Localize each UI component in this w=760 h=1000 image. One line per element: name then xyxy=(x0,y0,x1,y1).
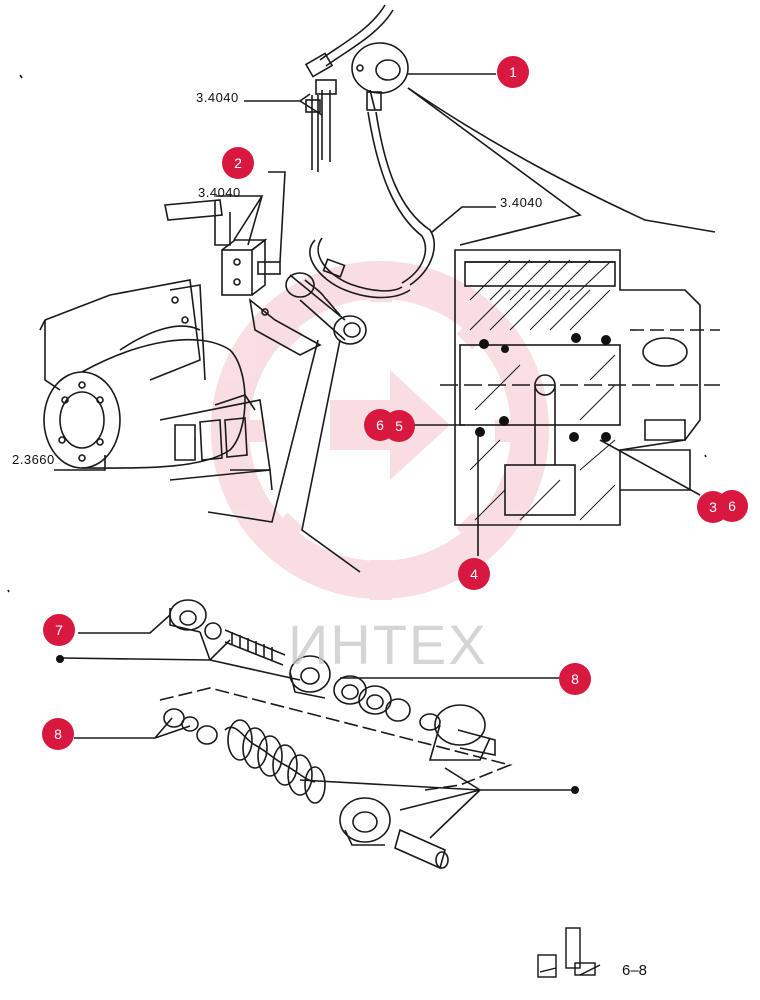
callout-badge-6a[interactable]: 6 xyxy=(364,409,396,441)
leader-3404-left xyxy=(216,195,264,246)
leader-8-bottom xyxy=(74,717,191,739)
leader-dot-top xyxy=(61,631,301,681)
leader-3 xyxy=(599,439,701,496)
callout-badge-1[interactable]: 1 xyxy=(497,56,529,88)
part-label-housing: 2.3660 xyxy=(12,452,55,467)
book-page-icon xyxy=(537,927,601,978)
part-label-left-mid: 3.4040 xyxy=(198,185,241,200)
leader-line xyxy=(207,339,319,523)
o-rings xyxy=(475,333,611,442)
leader-line xyxy=(301,339,361,573)
leader-3404-right xyxy=(431,206,496,233)
page-number: 6–8 xyxy=(622,962,648,979)
leader-section-line xyxy=(407,87,582,246)
lower-exploded-parts xyxy=(159,599,513,870)
callout-badge-2[interactable]: 2 xyxy=(222,147,254,179)
section-hatching xyxy=(469,259,616,521)
leader-7 xyxy=(78,614,171,634)
callout-badge-3[interactable]: 3 xyxy=(697,491,729,523)
pump-housing xyxy=(39,279,273,491)
valve-bracket-assembly xyxy=(164,199,367,356)
part-label-top: 3.4040 xyxy=(196,90,239,105)
top-hose-assembly xyxy=(304,4,435,286)
bullet-dot xyxy=(571,786,579,794)
watermark-logo xyxy=(211,261,549,600)
mid-hose xyxy=(309,237,411,299)
callout-badge-8b[interactable]: 8 xyxy=(42,718,74,750)
leader-dot-bottom xyxy=(299,767,575,839)
leader-3404-top xyxy=(244,93,323,116)
valve-section-view xyxy=(440,249,720,526)
callout-badge-4[interactable]: 4 xyxy=(458,558,490,590)
part-label-right-mid: 3.4040 xyxy=(500,195,543,210)
leader-section-line-2 xyxy=(407,87,716,233)
leader-2366 xyxy=(54,455,106,471)
watermark-text: ИНТЕХ xyxy=(288,613,488,676)
leader-2 xyxy=(268,171,286,263)
bullet-dot xyxy=(56,655,64,663)
callout-badge-8a[interactable]: 8 xyxy=(559,663,591,695)
callout-badge-7[interactable]: 7 xyxy=(43,614,75,646)
